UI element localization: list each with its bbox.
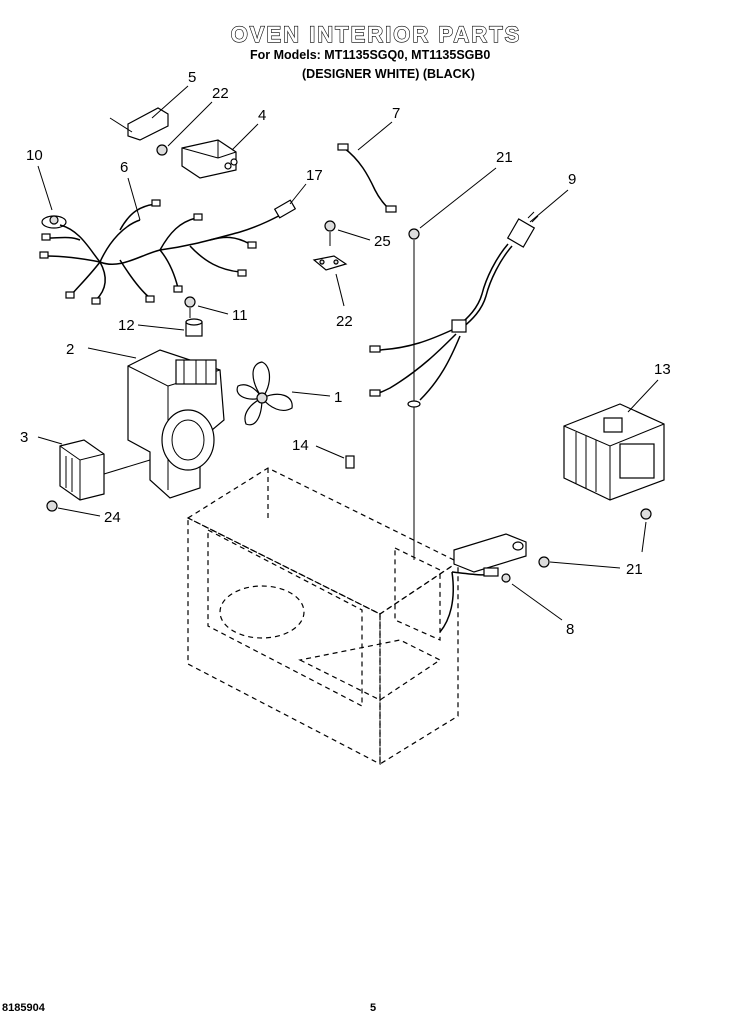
callout-5: 5 [188,69,196,86]
oven-cavity [186,467,460,766]
page-title: OVEN INTERIOR PARTS [230,21,522,47]
callout-3: 3 [20,429,28,446]
callout-10: 10 [26,147,43,164]
part-8-fuse [439,533,527,633]
callout-21-top: 21 [496,149,513,166]
callout-24: 24 [104,509,121,526]
part-25-screw [324,220,336,246]
part-1-fan-blade [236,361,293,426]
callout-1: 1 [334,389,342,406]
callout-8: 8 [566,621,574,638]
part-22-screw-top [156,144,168,156]
part-11-part [185,318,203,337]
part-6-wire-harness [39,199,291,305]
part-13-magnetron [563,403,665,501]
callout-2: 2 [66,341,74,358]
part-17-sleeve [273,199,297,219]
callout-21-right: 21 [626,561,643,578]
part-21-screw-right [538,508,652,568]
callout-11: 12 [118,317,135,334]
callout-7: 7 [392,105,400,122]
callout-4: 4 [258,107,266,124]
callout-17: 17 [306,167,323,184]
colors-line: (DESIGNER WHITE) (BLACK) [302,67,475,81]
callout-6: 6 [120,159,128,176]
part-9-power-cord [369,211,539,401]
callout-13: 13 [654,361,671,378]
part-12-switch [312,255,348,271]
callout-9: 9 [568,171,576,188]
callout-12: 22 [336,313,353,330]
callout-22-middle: 11 [232,307,248,324]
part-21-screw-top [407,228,421,560]
page-number: 5 [370,1002,377,1014]
callout-25: 25 [374,233,391,250]
part-14-clip [345,455,355,469]
part-22-screw-middle [184,296,196,318]
part-5-bracket [109,107,169,141]
models-line: For Models: MT1135SGQ0, MT1135SGB0 [250,48,491,62]
callout-22-top: 22 [212,85,229,102]
document-number: 8185904 [2,1002,45,1014]
callout-14: 14 [292,437,309,454]
part-2-fan-bracket [127,349,225,499]
part-3-fan-motor [59,439,151,501]
part-24-screw [46,500,58,512]
part-7-wire [337,143,397,213]
part-4-capacitor [181,139,238,179]
